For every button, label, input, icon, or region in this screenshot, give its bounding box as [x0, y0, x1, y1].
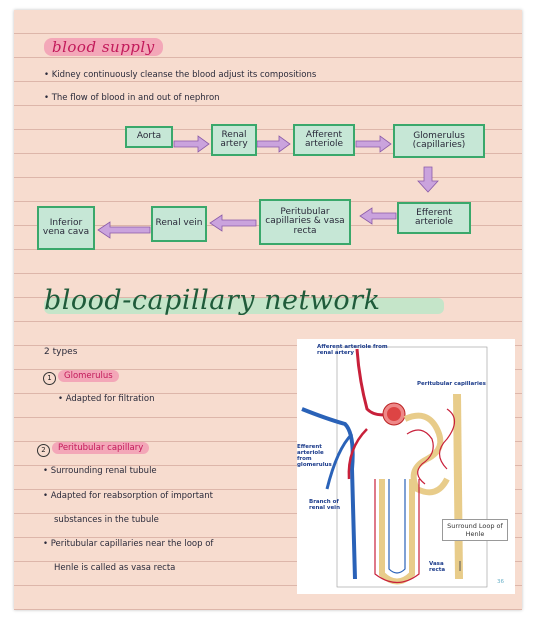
type2-point-1-text: Surrounding renal tubule: [51, 466, 157, 476]
label-loop: Surround Loop of Henle: [442, 519, 508, 541]
label-afferent: Afferent arteriole from renal artery: [317, 344, 397, 356]
arrow-afferent-glom: [356, 136, 391, 152]
box-ivc: Inferior vena cava: [37, 206, 95, 250]
box-renal-artery: Renal artery: [211, 124, 257, 156]
box-aorta: Aorta: [125, 126, 173, 148]
type2-point-1: • Surrounding renal tubule: [43, 466, 157, 476]
type2-number: 2: [37, 444, 50, 457]
arrow-peri-renalvein: [210, 215, 256, 231]
section-heading: blood-capillary network: [44, 285, 380, 316]
type1-number: 1: [43, 372, 56, 385]
box-glomerulus: Glomerulus (capillaries): [393, 124, 485, 158]
type1-point: • Adapted for filtration: [58, 394, 154, 404]
type2-point-3: • Peritubular capillaries near the loop …: [43, 539, 213, 549]
label-efferent: Efferent arteriole from glomerulus: [297, 444, 337, 468]
arrow-aorta-renal: [174, 136, 209, 152]
box-efferent-arteriole: Efferent arteriole: [397, 202, 471, 234]
box-peritubular: Peritubular capillaries & vasa recta: [259, 199, 351, 245]
arrow-efferent-peri: [360, 208, 396, 224]
type2-point-2: • Adapted for reabsorption of important: [43, 491, 213, 501]
box-afferent-arteriole: Afferent arteriole: [293, 124, 355, 156]
arrow-glom-efferent: [418, 167, 438, 192]
type1-point-text: Adapted for filtration: [66, 394, 155, 404]
arrow-renal-afferent: [257, 136, 290, 152]
type2-point-2-text: Adapted for reabsorption of important: [51, 491, 213, 501]
nephron-figure: Afferent arteriole from renal artery Per…: [297, 339, 515, 594]
figure-page-number: 36: [497, 579, 504, 585]
notebook-page: blood supply • Kidney continuously clean…: [14, 10, 522, 610]
types-label: 2 types: [44, 347, 77, 357]
type2-point-3-cont: Henle is called as vasa recta: [54, 563, 175, 573]
arrow-renalvein-ivc: [98, 222, 150, 238]
type1-name: Glomerulus: [58, 370, 119, 382]
box-renal-vein: Renal vein: [151, 206, 207, 242]
label-vasa: Vasa recta: [429, 561, 451, 573]
type2-point-2-cont: substances in the tubule: [54, 515, 159, 525]
type2-name: Peritubular capillary: [52, 442, 149, 454]
label-branch: Branch of renal vein: [309, 499, 343, 511]
type2-point-3-text: Peritubular capillaries near the loop of: [51, 539, 214, 549]
label-peritubular: Peritubular capillaries: [417, 381, 497, 387]
